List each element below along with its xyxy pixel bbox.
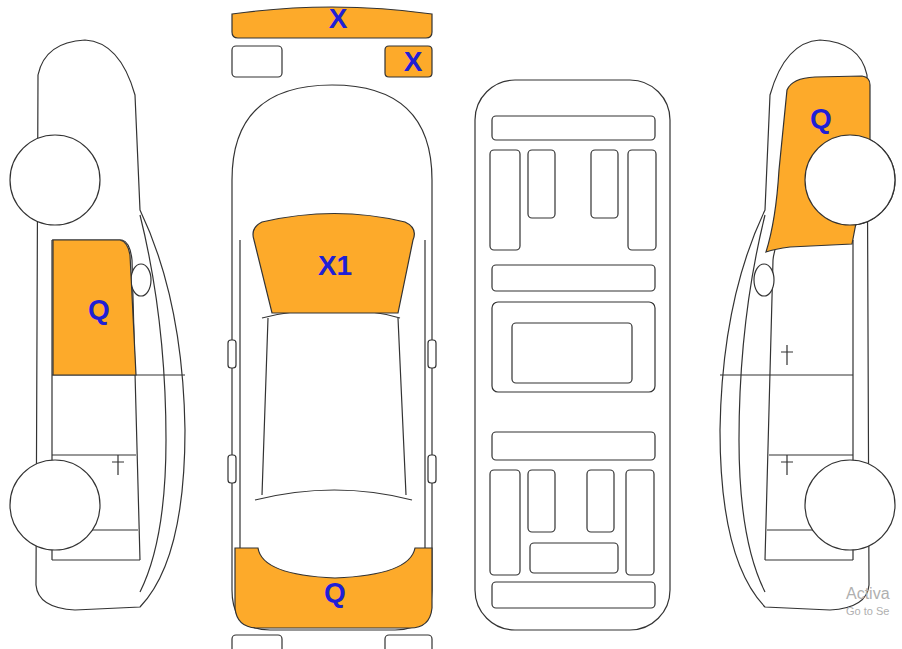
rear-bumper-area: Q	[232, 545, 434, 631]
damage-fill	[253, 214, 414, 314]
headlamp-area: X	[383, 44, 434, 79]
front-fender-area: Q	[760, 70, 900, 256]
damage-fill	[235, 548, 432, 628]
damage-code: Q	[324, 579, 346, 607]
underside-view	[475, 80, 670, 630]
wheel	[805, 135, 895, 225]
damage-code: X1	[318, 252, 352, 280]
damage-fill	[53, 240, 136, 375]
damage-code: Q	[88, 296, 110, 324]
damage-shape	[760, 70, 900, 256]
watermark: Activa	[846, 586, 890, 602]
front-bumper-area: X	[230, 1, 434, 41]
left-side-view	[10, 40, 185, 610]
top-view	[228, 46, 436, 649]
damage-code: X	[329, 5, 348, 33]
hood-area: X1	[247, 204, 421, 317]
damage-fill	[385, 46, 432, 77]
damage-code: X	[404, 48, 423, 76]
right-side-view	[720, 40, 895, 610]
watermark: Go to Se	[846, 606, 889, 617]
damage-code: Q	[810, 105, 832, 133]
front-door-area: Q	[50, 237, 142, 378]
